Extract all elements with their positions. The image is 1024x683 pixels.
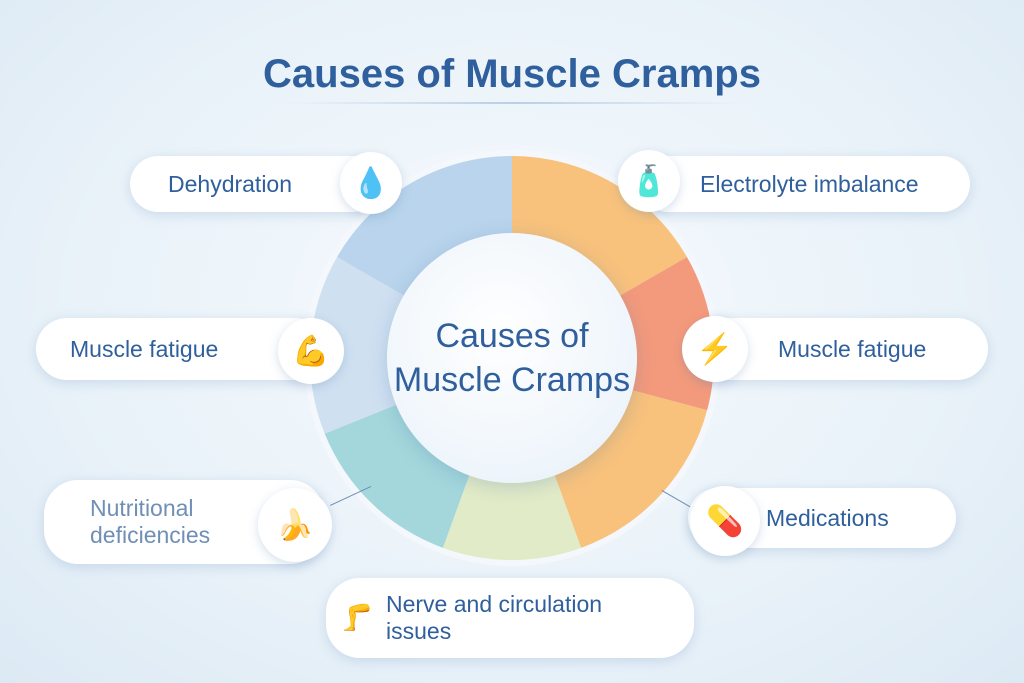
nerve-leg-icon: 🦵 — [330, 590, 384, 644]
cause-label-line1: Nerve and circulation — [386, 591, 603, 617]
cause-card-muscle-fatigue-left[interactable]: Muscle fatigue — [36, 318, 326, 380]
tired-muscle-icon: 💪 — [278, 318, 344, 384]
cause-label-line1: Nutritional — [90, 495, 194, 521]
cause-label: Medications — [766, 504, 889, 531]
center-title-line1: Causes of — [435, 316, 589, 355]
center-title-line2: Muscle Cramps — [393, 361, 631, 399]
cause-card-electrolyte-imbalance[interactable]: Electrolyte imbalance — [640, 156, 970, 212]
segment-nerve — [442, 470, 582, 560]
segment-dehydration — [337, 156, 512, 298]
cause-label: Muscle fatigue — [778, 335, 927, 362]
cause-label-line2: issues — [386, 618, 452, 644]
title-divider — [285, 102, 740, 104]
center-circle: Causes of Muscle Cramps — [387, 233, 637, 483]
page-title: Causes of Muscle Cramps — [263, 52, 761, 96]
segment-muscle-fatigue — [615, 257, 714, 411]
segment-medications — [553, 389, 708, 548]
cause-card-dehydration[interactable]: Dehydration — [130, 156, 380, 212]
pill-capsules-icon: 💊 — [690, 486, 760, 556]
cause-label: Dehydration — [168, 170, 293, 197]
cause-label: Electrolyte imbalance — [700, 170, 919, 197]
bananas-icon: 🍌 — [258, 488, 332, 562]
muscle-strain-icon: ⚡ — [682, 316, 748, 382]
segment-nutritional — [324, 402, 471, 548]
cause-label-line2: deficiencies — [90, 522, 211, 548]
water-drop-icon: 💧 — [340, 152, 402, 214]
segment-muscle-fatigue-left — [310, 257, 409, 434]
cause-label: Muscle fatigue — [70, 335, 219, 362]
cause-card-nerve-circulation[interactable]: Nerve and circulation issues — [326, 578, 694, 658]
segment-electrolyte — [512, 156, 687, 298]
supplement-bottles-icon: 🧴 — [618, 150, 680, 212]
